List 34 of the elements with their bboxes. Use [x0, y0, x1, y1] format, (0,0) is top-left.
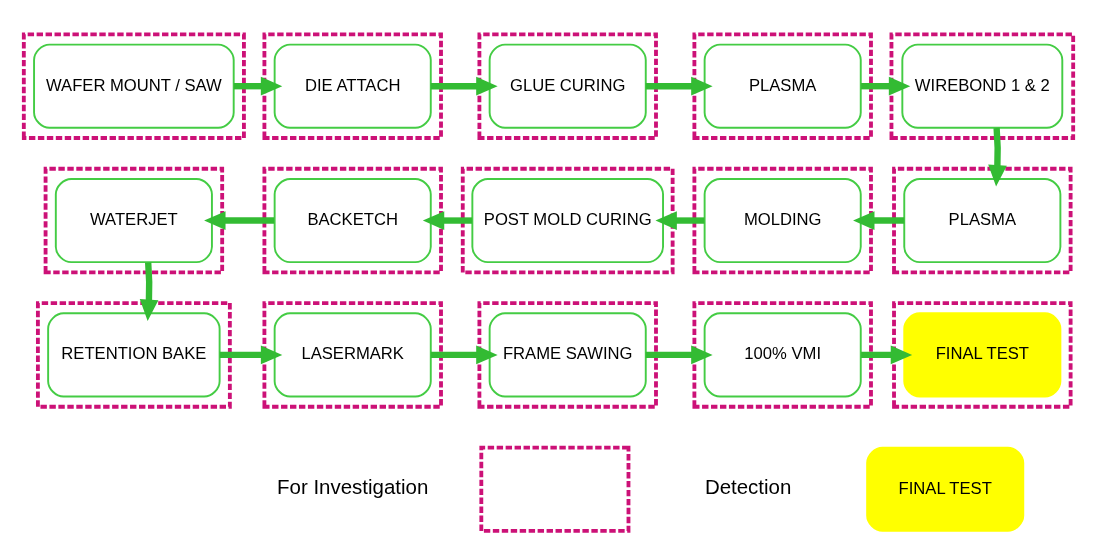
arrow — [988, 127, 1007, 187]
arrow — [204, 211, 275, 230]
node-box: FINAL TEST — [903, 312, 1062, 398]
legend-label: For Investigation — [277, 475, 429, 499]
node-box: PLASMA — [703, 43, 862, 129]
arrow — [853, 211, 905, 230]
cluster — [21, 32, 246, 140]
node-box: MOLDING — [703, 178, 862, 264]
arrow — [422, 211, 472, 230]
node-box: DIE ATTACH — [273, 43, 432, 129]
cluster — [36, 301, 232, 409]
arrow — [645, 76, 713, 96]
arrow — [430, 345, 498, 365]
arrow — [430, 76, 498, 96]
node-box: GLUE CURING — [488, 43, 647, 129]
node-box: WIREBOND 1 & 2 — [901, 43, 1064, 129]
node-box: LASERMARK — [273, 312, 432, 398]
arrow — [233, 76, 283, 96]
arrow — [655, 211, 705, 230]
arrow — [645, 345, 713, 365]
node-box: 100% VMI — [703, 312, 862, 398]
node-box: PLASMA — [903, 178, 1062, 264]
node-box: WAFER MOUNT / SAW — [33, 43, 235, 129]
arrow — [861, 76, 911, 96]
legend-label: Detection — [704, 475, 792, 499]
arrow — [861, 345, 913, 365]
node-box: RETENTION BAKE — [47, 312, 221, 398]
node-box: FRAME SAWING — [488, 312, 647, 398]
node-box: FINAL TEST — [866, 446, 1025, 532]
node-box: WATERJET — [54, 178, 213, 264]
node-box: POST MOLD CURING — [471, 178, 664, 264]
arrow — [219, 345, 283, 365]
node-box — [479, 445, 631, 533]
node-box: BACKETCH — [273, 178, 432, 264]
